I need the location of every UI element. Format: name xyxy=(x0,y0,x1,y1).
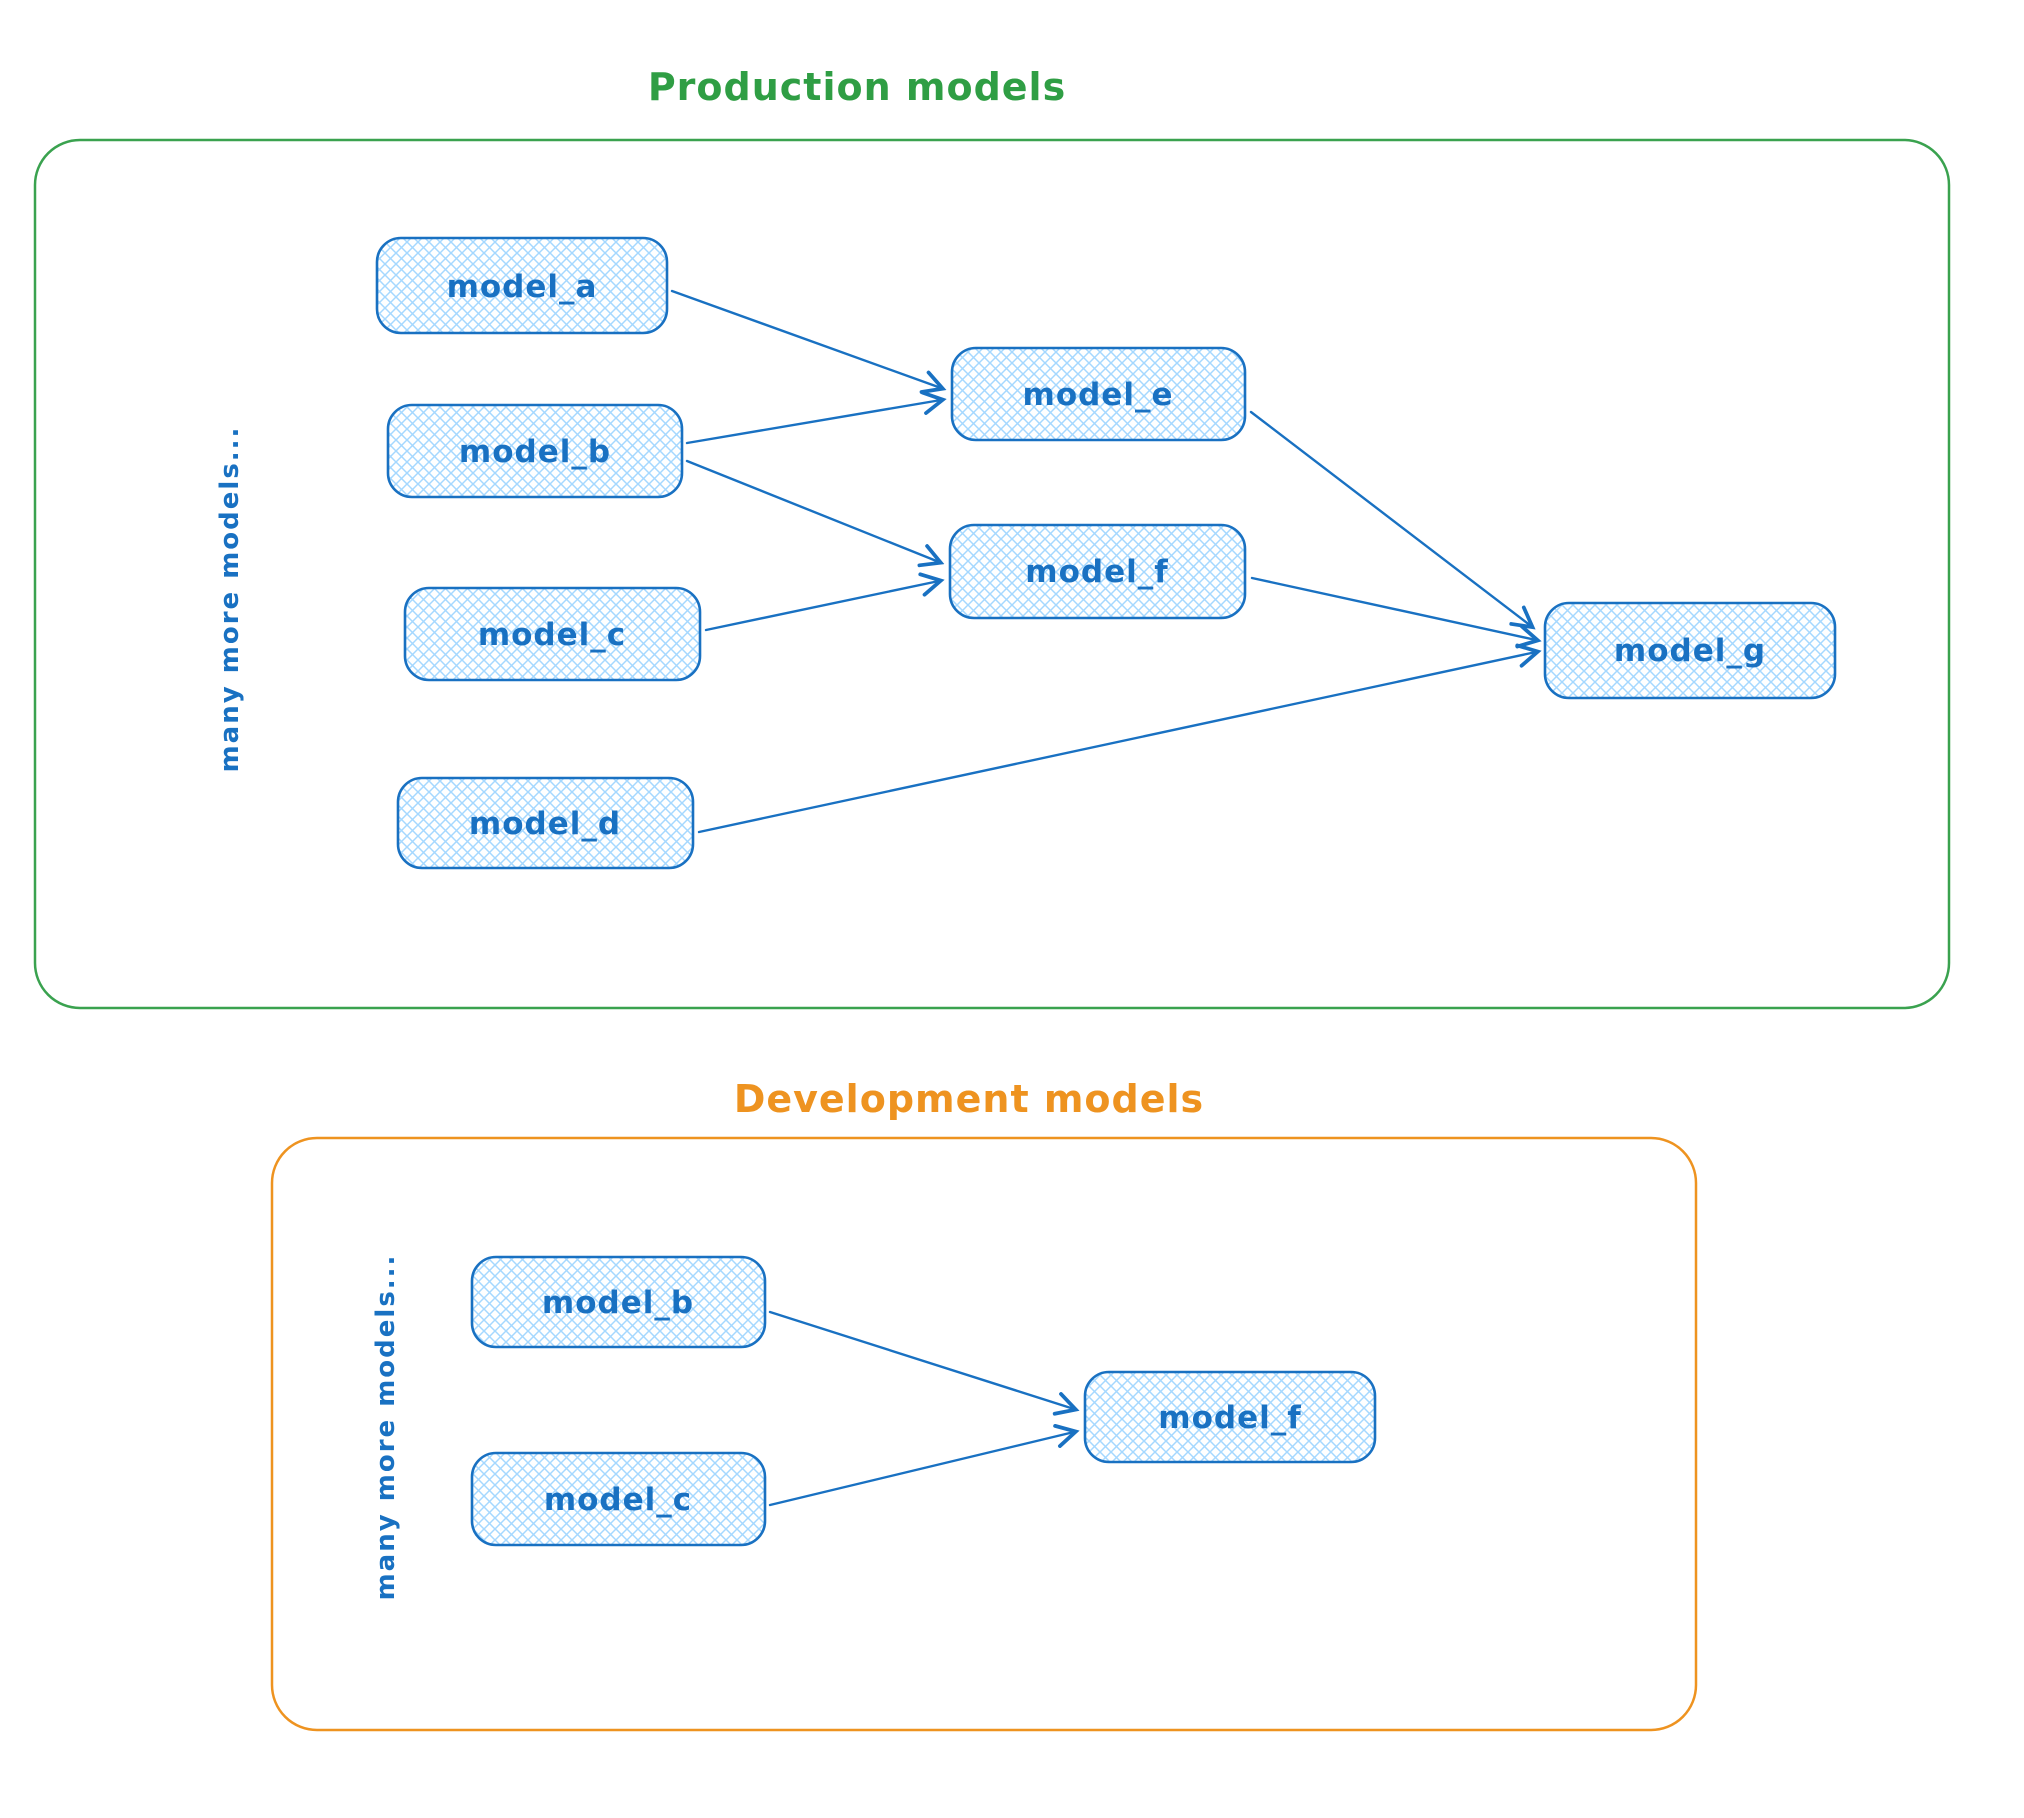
edge-model_b-model_e xyxy=(685,400,941,445)
production-section-title: Production models xyxy=(648,65,1066,109)
edge-model_a-model_e xyxy=(670,289,941,388)
node-model_c-label: model_c xyxy=(478,617,626,653)
node-model_d-label: model_d xyxy=(469,806,621,842)
production-container xyxy=(33,138,1951,1010)
development-nodes: model_b model_c model_f xyxy=(470,1255,1377,1547)
edge-dev-model_c-model_f xyxy=(768,1432,1074,1507)
node-model_e-label: model_e xyxy=(1023,377,1174,413)
node-dev-model_b: model_b xyxy=(470,1255,767,1349)
node-dev-model_f: model_f xyxy=(1083,1370,1377,1464)
node-model_f: model_f xyxy=(948,523,1247,620)
node-model_g: model_g xyxy=(1543,601,1837,700)
production-edges xyxy=(670,289,1536,834)
edge-model_f-model_g xyxy=(1250,576,1536,640)
node-model_b: model_b xyxy=(386,403,684,499)
development-container xyxy=(270,1136,1698,1732)
node-model_d: model_d xyxy=(396,776,695,870)
node-dev-model_b-label: model_b xyxy=(542,1285,694,1321)
node-model_f-label: model_f xyxy=(1025,554,1168,590)
node-model_g-label: model_g xyxy=(1614,633,1766,669)
edge-model_c-model_f xyxy=(704,581,939,632)
production-side-note: many more models... xyxy=(215,426,245,773)
node-dev-model_f-label: model_f xyxy=(1158,1400,1301,1436)
development-edges xyxy=(768,1310,1074,1507)
edge-model_d-model_g xyxy=(697,652,1536,834)
node-model_b-label: model_b xyxy=(459,434,611,470)
node-dev-model_c-label: model_c xyxy=(544,1482,692,1518)
node-dev-model_c: model_c xyxy=(470,1451,767,1547)
edge-model_e-model_g xyxy=(1249,410,1531,626)
edge-dev-model_b-model_f xyxy=(768,1310,1074,1409)
node-model_a-label: model_a xyxy=(447,269,598,305)
node-model_e: model_e xyxy=(950,346,1247,442)
node-model_c: model_c xyxy=(403,586,702,682)
development-section-title: Development models xyxy=(734,1077,1204,1121)
edge-model_b-model_f xyxy=(685,459,939,562)
development-side-note: many more models... xyxy=(371,1254,401,1601)
production-nodes: model_a model_b model_c model_d model_e … xyxy=(375,236,1837,870)
node-model_a: model_a xyxy=(375,236,669,335)
